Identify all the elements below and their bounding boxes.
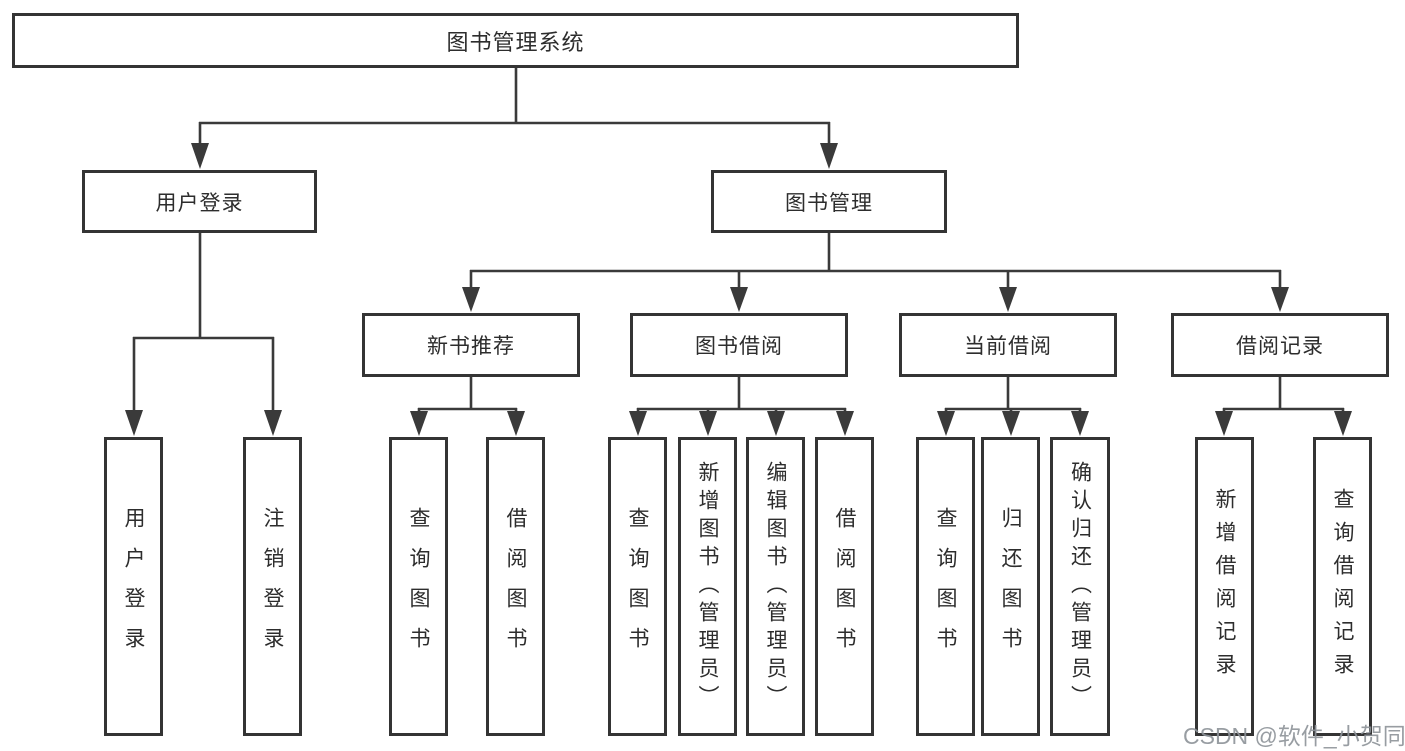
node-label: 查询图书 — [407, 506, 430, 667]
node-label: 当前借阅 — [964, 335, 1052, 358]
leaf-borrow-books: 借阅图书 — [815, 437, 874, 736]
node-label: 归还图书 — [999, 506, 1022, 667]
node-label: 借阅图书 — [833, 506, 856, 667]
leaf-query-borrow-record: 查询借阅记录 — [1313, 437, 1372, 736]
arrowhead-icons — [125, 143, 1352, 436]
node-book-borrow: 图书借阅 — [630, 313, 848, 377]
node-label: 确认归还（管理员） — [1068, 460, 1092, 713]
leaf-confirm-return-admin: 确认归还（管理员） — [1050, 437, 1110, 736]
node-label: 用户登录 — [155, 191, 244, 215]
node-library-management-system: 图书管理系统 — [12, 13, 1019, 68]
csdn-watermark: CSDN @软件_小贺同学 — [1183, 723, 1405, 749]
leaf-return-books: 归还图书 — [981, 437, 1040, 736]
leaf-add-borrow-record: 新增借阅记录 — [1195, 437, 1254, 736]
leaf-edit-books-admin: 编辑图书（管理员） — [746, 437, 805, 736]
leaf-query-books-recommend: 查询图书 — [389, 437, 448, 736]
node-user-login: 用户登录 — [82, 170, 317, 233]
node-new-book-recommend: 新书推荐 — [362, 313, 580, 377]
leaf-user-login: 用户登录 — [104, 437, 163, 736]
node-label: 查询图书 — [934, 506, 957, 667]
node-label: 注销登录 — [261, 506, 284, 667]
leaf-logout: 注销登录 — [243, 437, 302, 736]
node-label: 借阅记录 — [1236, 335, 1324, 358]
node-label: 图书借阅 — [695, 335, 783, 358]
node-label: 图书管理系统 — [446, 29, 585, 55]
node-borrow-records: 借阅记录 — [1171, 313, 1389, 377]
node-label: 新增借阅记录 — [1213, 487, 1236, 686]
node-label: 新书推荐 — [427, 335, 515, 358]
node-label: 借阅图书 — [504, 506, 527, 667]
node-current-borrow: 当前借阅 — [899, 313, 1117, 377]
node-label: 图书管理 — [785, 191, 873, 215]
node-label: 编辑图书（管理员） — [764, 460, 787, 713]
node-label: 查询图书 — [626, 506, 649, 667]
leaf-query-books-borrow: 查询图书 — [608, 437, 667, 736]
node-book-management: 图书管理 — [711, 170, 947, 233]
node-label: 查询借阅记录 — [1331, 487, 1354, 686]
node-label: 用户登录 — [122, 506, 145, 667]
leaf-add-books-admin: 新增图书（管理员） — [678, 437, 737, 736]
leaf-borrow-books-recommend: 借阅图书 — [486, 437, 545, 736]
leaf-query-books-current: 查询图书 — [916, 437, 975, 736]
node-label: 新增图书（管理员） — [696, 460, 719, 713]
